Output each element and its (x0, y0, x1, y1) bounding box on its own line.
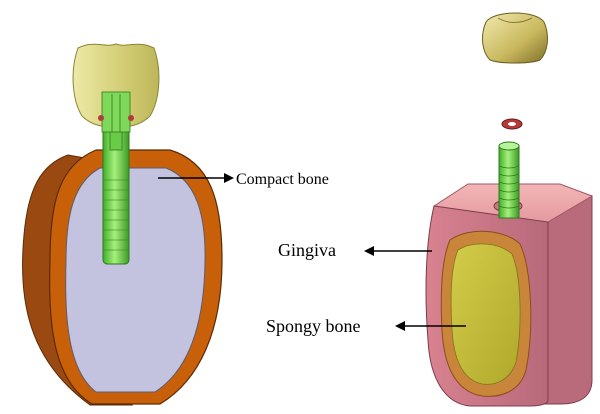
right-3d-view (426, 13, 592, 406)
spongy-bone-label: Spongy bone (266, 316, 361, 336)
crown-3d (483, 13, 548, 63)
screw-ring-left-b (128, 115, 134, 121)
left-cross-section (22, 44, 222, 405)
abutment-post (102, 92, 130, 132)
spongy-bone-region-left (66, 168, 205, 392)
screw-ring-left-a (98, 115, 104, 121)
gingiva-label: Gingiva (278, 240, 336, 260)
compact-bone-label: Compact bone (236, 171, 329, 188)
spongy-bone-region-right (451, 244, 520, 384)
